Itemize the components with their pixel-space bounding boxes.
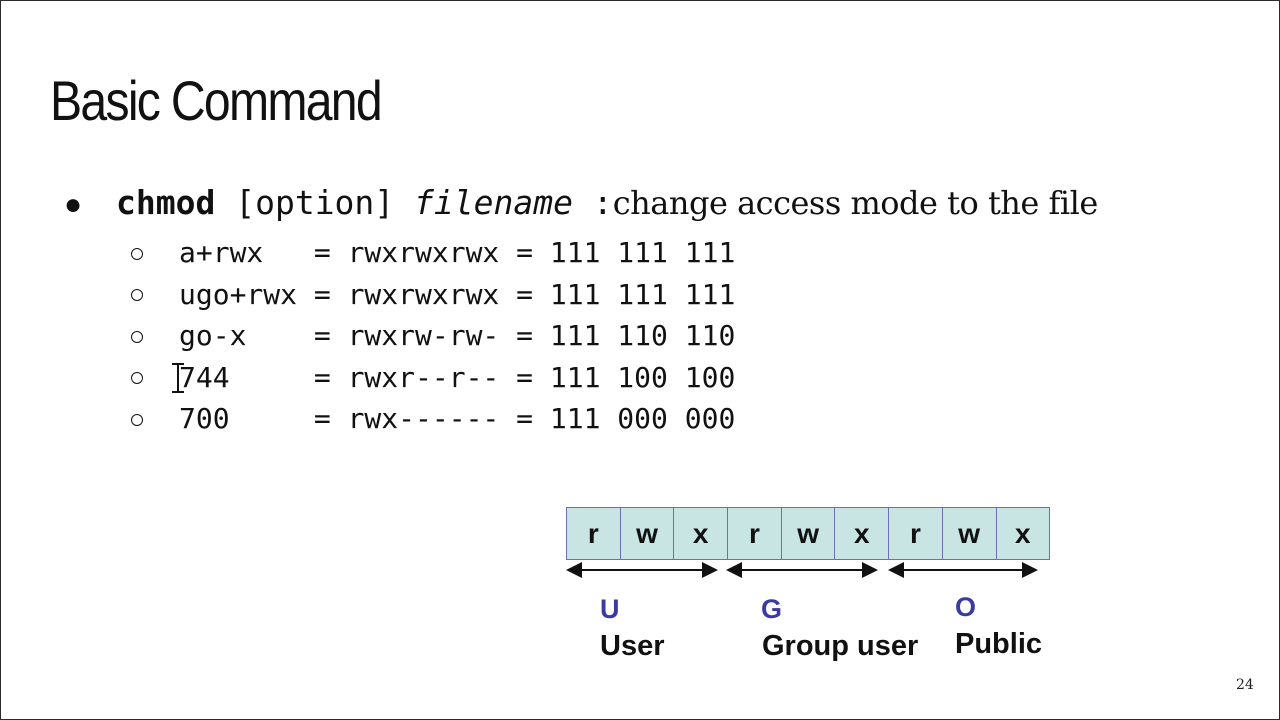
group-label-public: Public <box>955 628 1043 660</box>
list-item: a+rwx = rwxrwxrwx = 111 111 111 <box>128 232 735 274</box>
spacer <box>573 183 593 222</box>
hollow-circle-icon <box>128 369 146 387</box>
spacer <box>394 183 414 222</box>
text-cursor-icon <box>172 363 184 393</box>
command-bullet: ● chmod [option] filename : change acces… <box>64 183 1098 227</box>
list-item: go-x = rwxrw-rw- = 111 110 110 <box>128 315 735 357</box>
command-separator: : <box>592 183 613 222</box>
command-filename: filename <box>414 183 573 222</box>
perm-cell-user-write: w <box>620 508 675 559</box>
slide-title: Basic Command <box>50 69 383 132</box>
perm-cell-group-write: w <box>781 508 836 559</box>
group-label-group: Group user <box>762 630 919 662</box>
hollow-circle-icon <box>128 286 146 304</box>
permission-table: r w x r w x r w x <box>566 507 1051 560</box>
perm-cell-group-execute: x <box>835 508 890 559</box>
command-option: [option] <box>235 183 395 222</box>
spacer <box>215 183 235 222</box>
page-number: 24 <box>1236 677 1254 693</box>
group-letter-group: G <box>761 594 783 624</box>
command-name: chmod <box>116 183 216 222</box>
perm-cell-public-execute: x <box>996 508 1050 559</box>
perm-cell-user-execute: x <box>674 508 729 559</box>
group-label-user: User <box>600 630 665 662</box>
perm-cell-group-read: r <box>728 508 782 559</box>
examples-list: a+rwx = rwxrwxrwx = 111 111 111 ugo+rwx … <box>128 232 735 440</box>
perm-cell-public-read: r <box>889 508 943 559</box>
group-letter-user: U <box>600 594 620 624</box>
list-item: ugo+rwx = rwxrwxrwx = 111 111 111 <box>128 274 735 316</box>
hollow-circle-icon <box>128 328 146 346</box>
perm-cell-public-write: w <box>942 508 997 559</box>
hollow-circle-icon <box>128 411 146 429</box>
example-text: ugo+rwx = rwxrwxrwx = 111 111 111 <box>179 277 736 311</box>
example-text: go-x = rwxrw-rw- = 111 110 110 <box>179 319 736 353</box>
span-arrows <box>566 562 1038 578</box>
perm-cell-user-read: r <box>567 508 621 559</box>
example-text: 744 = rwxr--r-- = 111 100 100 <box>179 360 736 394</box>
list-item: 744 = rwxr--r-- = 111 100 100 <box>128 357 735 399</box>
hollow-circle-icon <box>128 245 146 263</box>
command-description: change access mode to the file <box>612 184 1099 222</box>
bullet-icon: ● <box>64 188 83 221</box>
example-text: a+rwx = rwxrwxrwx = 111 111 111 <box>179 236 736 270</box>
example-text: 700 = rwx------ = 111 000 000 <box>179 402 736 436</box>
group-letter-public: O <box>955 592 977 622</box>
list-item: 700 = rwx------ = 111 000 000 <box>128 398 735 440</box>
